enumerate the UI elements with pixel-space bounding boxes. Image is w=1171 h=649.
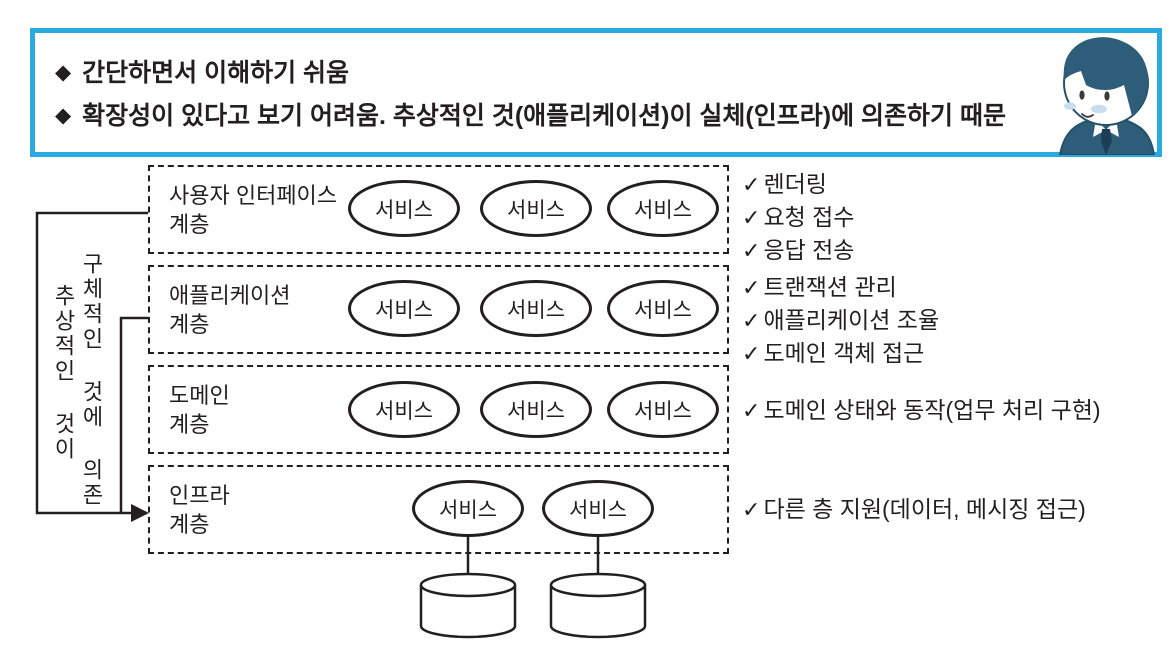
layer-label: 사용자 인터페이스 계층 [169, 182, 338, 237]
layer-label: 애플리케이션 계층 [169, 282, 291, 337]
note-item: ✓ 렌더링 [742, 168, 854, 201]
layer-box-infrastructure: 인프라 계층 [148, 465, 729, 554]
student-avatar [1058, 37, 1156, 155]
service-oval: 서비스 [348, 280, 460, 337]
layer-box-application: 애플리케이션 계층 [148, 265, 729, 354]
avatar-tie [1101, 129, 1112, 155]
note-item: ✓ 애플리케이션 조율 [742, 304, 939, 337]
layer-box-user-interface: 사용자 인터페이스 계층 [148, 165, 729, 254]
banner-line-1: ◆ 간단하면서 이해하기 쉬움 [55, 53, 1157, 89]
database-cylinder-icon [549, 572, 647, 639]
note-text: 애플리케이션 조율 [763, 307, 940, 333]
diamond-bullet-icon: ◆ [55, 61, 72, 84]
service-oval: 서비스 [480, 180, 592, 237]
avatar-hair [1063, 37, 1148, 117]
note-item: ✓ 다른 층 지원(데이터, 메시징 접근) [742, 493, 1086, 526]
notes-infrastructure: ✓ 다른 층 지원(데이터, 메시징 접근) [742, 493, 1086, 526]
avatar-cheek [1064, 102, 1076, 110]
note-text: 도메인 객체 접근 [763, 340, 925, 366]
layer-label: 인프라 계층 [169, 482, 230, 537]
note-text: 다른 층 지원(데이터, 메시징 접근) [763, 496, 1086, 522]
banner-line-2: ◆ 확장성이 있다고 보기 어려움. 추상적인 것(애플리케이션)이 실체(인프… [55, 96, 1157, 132]
service-oval: 서비스 [607, 180, 719, 237]
service-oval: 서비스 [480, 381, 592, 438]
note-text: 트랜잭션 관리 [763, 274, 897, 300]
note-text: 요청 접수 [763, 204, 855, 230]
note-item: ✓ 도메인 상태와 동작(업무 처리 구현) [742, 394, 1101, 427]
avatar-eye [1079, 90, 1085, 100]
service-oval: 서비스 [412, 480, 524, 537]
note-text: 도메인 상태와 동작(업무 처리 구현) [763, 397, 1101, 423]
note-text: 렌더링 [763, 171, 827, 197]
check-icon: ✓ [742, 238, 761, 263]
avatar-eye [1104, 91, 1110, 101]
service-oval: 서비스 [607, 280, 719, 337]
check-icon: ✓ [742, 341, 761, 366]
avatar-cheek [1091, 104, 1107, 114]
notes-domain: ✓ 도메인 상태와 동작(업무 처리 구현) [742, 394, 1101, 427]
arrowhead-icon [131, 504, 149, 522]
check-icon: ✓ [742, 275, 761, 300]
layer-label: 도메인 계층 [169, 382, 230, 437]
summary-banner: ◆ 간단하면서 이해하기 쉬움 ◆ 확장성이 있다고 보기 어려움. 추상적인 … [30, 28, 1162, 157]
check-icon: ✓ [742, 205, 761, 230]
database-cylinder-icon [419, 572, 517, 639]
notes-application: ✓ 트랜잭션 관리 ✓ 애플리케이션 조율 ✓ 도메인 객체 접근 [742, 271, 939, 370]
service-oval: 서비스 [542, 480, 654, 537]
check-icon: ✓ [742, 497, 761, 522]
banner-text-1: 간단하면서 이해하기 쉬움 [82, 59, 350, 87]
check-icon: ✓ [742, 308, 761, 333]
notes-user-interface: ✓ 렌더링 ✓ 요청 접수 ✓ 응답 전송 [742, 168, 854, 267]
banner-text-2: 확장성이 있다고 보기 어려움. 추상적인 것(애플리케이션)이 실체(인프라)… [82, 102, 1006, 130]
avatar-smile [1081, 113, 1094, 118]
service-oval: 서비스 [480, 280, 592, 337]
note-item: ✓ 요청 접수 [742, 201, 854, 234]
note-item: ✓ 응답 전송 [742, 234, 854, 267]
dependency-arrow-inner [119, 316, 148, 512]
check-icon: ✓ [742, 172, 761, 197]
service-oval: 서비스 [348, 381, 460, 438]
dependency-note-concrete: 구체적인 것에 의존 [79, 252, 104, 508]
layer-box-domain: 도메인 계층 [148, 365, 729, 454]
diamond-bullet-icon: ◆ [55, 104, 72, 127]
service-oval: 서비스 [607, 381, 719, 438]
note-text: 응답 전송 [763, 237, 855, 263]
check-icon: ✓ [742, 398, 761, 423]
service-oval: 서비스 [348, 180, 460, 237]
note-item: ✓ 도메인 객체 접근 [742, 337, 939, 370]
note-item: ✓ 트랜잭션 관리 [742, 271, 939, 304]
dependency-arrow-outer [35, 211, 148, 515]
dependency-note-abstract: 추상적인 것이 [51, 284, 76, 462]
